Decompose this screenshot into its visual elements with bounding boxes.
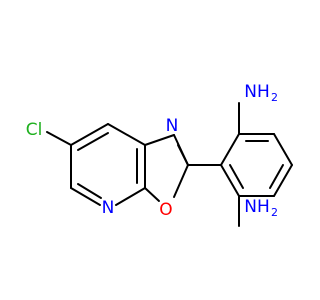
molecule-structure: Cl N N O NH 2 NH 2 — [26, 82, 293, 227]
bond-pyridine-n-c5 — [70, 187, 101, 206]
bond-layer — [46, 102, 293, 227]
bond-oxazole-c-n — [144, 134, 175, 146]
bond-pyridine-double-1 — [77, 132, 109, 151]
bond-oxazole-o-c — [144, 187, 160, 202]
ring-nitrogen-top-label: N — [166, 116, 179, 136]
amine-top-label: NH — [244, 82, 270, 102]
ring-oxygen-label: O — [159, 200, 172, 220]
bond-benzene-1 — [220, 133, 240, 166]
bond-benzene-3 — [273, 133, 293, 166]
bond-pyridine-c2-c3 — [107, 123, 146, 146]
bond-oxazole-c-o — [173, 164, 189, 198]
amine-top-group: NH 2 — [244, 82, 278, 104]
bond-pyridine-c4-n — [115, 187, 146, 206]
ring-nitrogen-bottom-label: N — [102, 198, 115, 218]
molecule-canvas: Cl N N O NH 2 NH 2 — [26, 82, 293, 227]
chlorine-label: Cl — [26, 120, 43, 140]
amine-top-subscript: 2 — [271, 91, 278, 104]
bond-benzene-6 — [220, 164, 240, 197]
bond-benzene-4 — [273, 164, 293, 197]
atom-label-layer: Cl N N O NH 2 NH 2 — [26, 82, 278, 220]
amine-bottom-subscript: 2 — [271, 206, 278, 219]
bond-oxazole-double — [177, 144, 189, 166]
amine-bottom-group: NH 2 — [244, 197, 278, 219]
bond-pyridine-c1-c2 — [70, 123, 109, 146]
bond-cl-c — [46, 131, 72, 146]
bond-benzene-double-2 — [269, 164, 284, 189]
bond-benzene-double-3 — [229, 164, 244, 189]
amine-bottom-label: NH — [244, 197, 270, 217]
bond-pyridine-double-3 — [77, 183, 102, 199]
